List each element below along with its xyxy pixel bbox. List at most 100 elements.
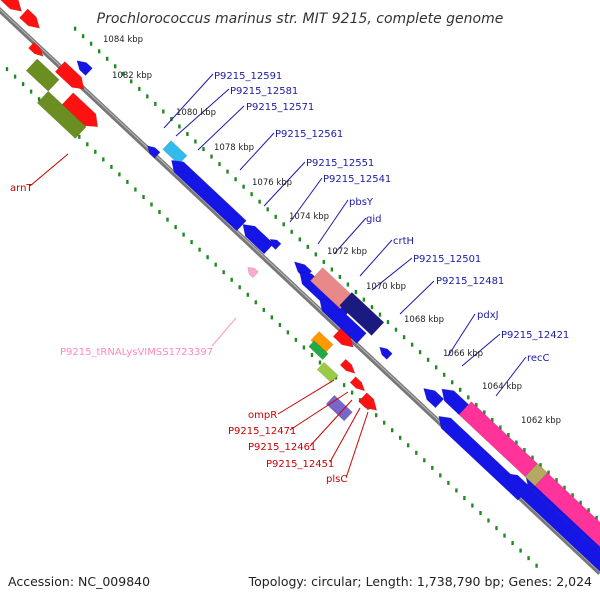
gene-feature[interactable] bbox=[146, 145, 161, 159]
tick-dot bbox=[527, 556, 530, 561]
gene-label[interactable]: arnT bbox=[10, 183, 33, 194]
gene-label[interactable]: P9215_12541 bbox=[323, 174, 391, 185]
gene-feature[interactable] bbox=[379, 346, 393, 360]
tick-dot bbox=[150, 202, 153, 207]
gene-feature[interactable] bbox=[36, 90, 87, 139]
tick-dot bbox=[499, 425, 502, 430]
tick-dot bbox=[254, 300, 257, 305]
tick-dot bbox=[479, 511, 482, 515]
leader-line bbox=[495, 356, 527, 397]
gene-feature[interactable] bbox=[54, 61, 85, 90]
tick-dot bbox=[138, 86, 141, 91]
kbp-tick-label: 1080 kbp bbox=[176, 108, 216, 118]
gene-feature[interactable] bbox=[339, 291, 385, 336]
tick-dot bbox=[443, 372, 446, 377]
gene-feature[interactable] bbox=[242, 224, 275, 255]
gene-feature[interactable] bbox=[76, 60, 93, 76]
tick-dot bbox=[262, 307, 265, 312]
gene-label[interactable]: plsC bbox=[326, 474, 347, 485]
gene-label[interactable]: P9215_12561 bbox=[275, 129, 343, 140]
tick-dot bbox=[410, 342, 414, 347]
gene-feature[interactable] bbox=[358, 392, 378, 411]
gene-label[interactable]: P9215_12551 bbox=[306, 158, 374, 169]
tick-dot bbox=[491, 417, 494, 422]
tick-dot bbox=[531, 455, 534, 460]
gene-label[interactable]: P9215_12591 bbox=[214, 71, 282, 82]
gene-feature[interactable] bbox=[325, 394, 353, 422]
gene-feature[interactable] bbox=[319, 298, 367, 344]
tick-dot bbox=[350, 390, 354, 395]
gene-label[interactable]: P9215_12581 bbox=[230, 86, 298, 97]
gene-label[interactable]: crtH bbox=[393, 236, 414, 247]
tick-dot bbox=[258, 199, 261, 204]
gene-feature[interactable] bbox=[524, 463, 548, 487]
tick-dot bbox=[503, 533, 506, 538]
gene-feature[interactable] bbox=[171, 159, 247, 232]
tick-dot bbox=[158, 210, 161, 214]
tick-dot bbox=[439, 473, 442, 478]
gene-feature[interactable] bbox=[25, 58, 60, 92]
tick-dot bbox=[342, 383, 346, 388]
tick-dot bbox=[346, 282, 350, 287]
tick-dot bbox=[383, 420, 386, 425]
tick-dot bbox=[118, 172, 121, 177]
tick-dot bbox=[399, 435, 402, 440]
tick-dot bbox=[222, 270, 225, 275]
tick-dot bbox=[330, 267, 334, 272]
gene-label[interactable]: P9215_12451 bbox=[266, 459, 334, 470]
gene-features bbox=[0, 0, 600, 573]
gene-feature[interactable] bbox=[339, 358, 356, 374]
tick-dot bbox=[423, 458, 426, 463]
leader-line bbox=[345, 411, 369, 479]
gene-feature[interactable] bbox=[28, 41, 44, 57]
trna-label[interactable]: P9215_tRNALysVIMSS1723397 bbox=[60, 347, 213, 358]
gene-feature[interactable] bbox=[19, 8, 41, 29]
gene-feature[interactable] bbox=[0, 0, 23, 12]
kbp-scale: 1084 kbp 1082 kbp 1080 kbp 1078 kbp 1076… bbox=[103, 35, 561, 426]
gene-label[interactable]: pdxJ bbox=[477, 310, 499, 321]
gene-label[interactable]: P9215_12571 bbox=[246, 102, 314, 113]
tick-dot bbox=[495, 526, 498, 531]
gene-feature[interactable] bbox=[269, 238, 282, 251]
gene-feature[interactable] bbox=[349, 376, 366, 392]
gene-feature[interactable] bbox=[308, 340, 329, 361]
leader-line bbox=[289, 177, 323, 223]
gene-feature[interactable] bbox=[505, 473, 600, 573]
tick-dot bbox=[238, 285, 241, 290]
leader-line bbox=[211, 317, 237, 347]
tick-dot bbox=[282, 222, 285, 227]
tick-dot bbox=[194, 139, 197, 144]
leader-line bbox=[359, 239, 393, 277]
gene-feature[interactable] bbox=[162, 140, 188, 165]
gene-label[interactable]: pbsY bbox=[349, 197, 374, 208]
tick-dot bbox=[86, 142, 89, 147]
gene-feature[interactable] bbox=[423, 388, 445, 409]
tick-dot bbox=[73, 26, 77, 31]
gene-label[interactable]: P9215_12421 bbox=[501, 330, 569, 341]
gene-feature[interactable] bbox=[247, 266, 259, 279]
gene-label[interactable]: P9215_12471 bbox=[228, 426, 296, 437]
tick-dot bbox=[246, 292, 249, 297]
gene-label[interactable]: gid bbox=[366, 214, 381, 225]
tick-dot bbox=[142, 195, 145, 199]
tick-dot bbox=[338, 275, 342, 279]
gene-label[interactable]: P9215_12481 bbox=[436, 276, 504, 287]
tick-dot bbox=[21, 82, 25, 87]
tick-dot bbox=[130, 79, 133, 84]
gene-label[interactable]: ompR bbox=[248, 410, 277, 421]
tick-dot bbox=[78, 134, 81, 139]
tick-dot bbox=[555, 478, 558, 483]
tick-dot bbox=[81, 34, 85, 39]
tick-dot bbox=[415, 450, 418, 455]
gene-label[interactable]: P9215_12461 bbox=[248, 442, 316, 453]
tick-dot bbox=[170, 117, 173, 121]
gene-label[interactable]: recC bbox=[527, 353, 550, 364]
tick-dot bbox=[230, 277, 233, 282]
tick-dot bbox=[535, 563, 538, 568]
tick-dot bbox=[362, 297, 366, 302]
leader-line bbox=[277, 379, 335, 415]
gene-feature[interactable] bbox=[332, 327, 354, 348]
gene-label[interactable]: P9215_12501 bbox=[413, 254, 481, 265]
gene-feature[interactable] bbox=[316, 361, 339, 384]
kbp-tick-label: 1076 kbp bbox=[252, 178, 292, 188]
